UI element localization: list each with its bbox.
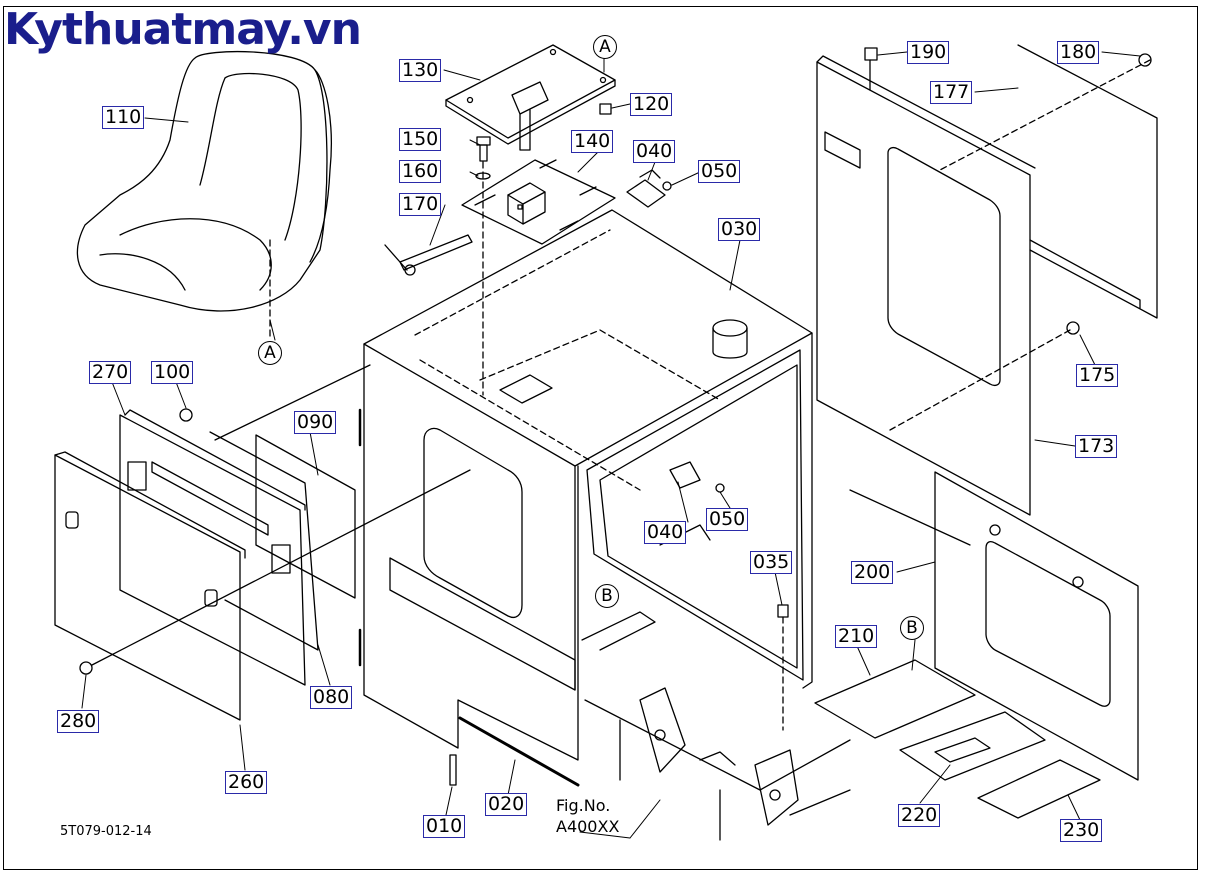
part-label-035[interactable]: 035	[750, 551, 793, 574]
base-frame-drawing	[581, 461, 851, 841]
panel-177-drawing	[816, 47, 1151, 516]
part-label-260[interactable]: 260	[225, 771, 268, 794]
figure-ref-line2: A400XX	[556, 817, 620, 836]
part-label-270[interactable]: 270	[89, 361, 132, 384]
plate-130-drawing	[445, 44, 616, 151]
part-label-080[interactable]: 080	[310, 686, 353, 709]
part-label-220[interactable]: 220	[898, 804, 941, 827]
part-label-120[interactable]: 120	[630, 93, 673, 116]
part-label-173[interactable]: 173	[1075, 435, 1118, 458]
fastener-drawings	[475, 103, 612, 396]
part-label-180[interactable]: 180	[1057, 41, 1100, 64]
ref-marker-a-seat: A	[258, 341, 282, 365]
part-label-230[interactable]: 230	[1060, 819, 1103, 842]
drawing-frame	[3, 6, 1198, 870]
leader-lines	[81, 51, 1141, 839]
seat-drawing	[76, 50, 332, 341]
part-label-040-top[interactable]: 040	[633, 140, 676, 163]
part-label-100[interactable]: 100	[151, 361, 194, 384]
part-label-020[interactable]: 020	[485, 793, 528, 816]
part-label-130[interactable]: 130	[399, 59, 442, 82]
part-label-030[interactable]: 030	[718, 218, 761, 241]
part-label-160[interactable]: 160	[399, 160, 442, 183]
floor-mats-drawing	[814, 659, 1101, 819]
part-label-010[interactable]: 010	[423, 815, 466, 838]
panel-173-drawing	[1017, 44, 1158, 335]
part-label-200[interactable]: 200	[851, 561, 894, 584]
cabinet-frame-030-drawing	[358, 209, 813, 787]
cover-200-drawing	[849, 471, 1139, 781]
part-label-175[interactable]: 175	[1076, 364, 1119, 387]
rod-170-drawing	[384, 234, 473, 276]
latch-040-top-drawing	[626, 169, 672, 208]
part-label-280[interactable]: 280	[57, 710, 100, 733]
part-label-150[interactable]: 150	[399, 128, 442, 151]
part-label-170[interactable]: 170	[399, 193, 442, 216]
door-panels-drawing	[54, 364, 471, 721]
part-label-110[interactable]: 110	[102, 106, 145, 129]
part-label-210[interactable]: 210	[835, 625, 878, 648]
ref-marker-a-top: A	[593, 35, 617, 59]
bracket-plate-140-drawing	[461, 159, 616, 245]
site-watermark: Kythuatmay.vn	[4, 4, 362, 55]
figure-ref-line1: Fig.No.	[556, 796, 611, 815]
drawing-code: 5T079-012-14	[60, 824, 152, 839]
ref-marker-b-left: B	[595, 584, 619, 608]
ref-marker-b-right: B	[900, 616, 924, 640]
part-label-050-top[interactable]: 050	[698, 160, 741, 183]
part-label-050-mid[interactable]: 050	[706, 508, 749, 531]
part-label-040-mid[interactable]: 040	[644, 521, 687, 544]
part-label-090[interactable]: 090	[294, 411, 337, 434]
part-label-140[interactable]: 140	[571, 130, 614, 153]
part-label-177[interactable]: 177	[930, 81, 973, 104]
part-label-190[interactable]: 190	[907, 41, 950, 64]
